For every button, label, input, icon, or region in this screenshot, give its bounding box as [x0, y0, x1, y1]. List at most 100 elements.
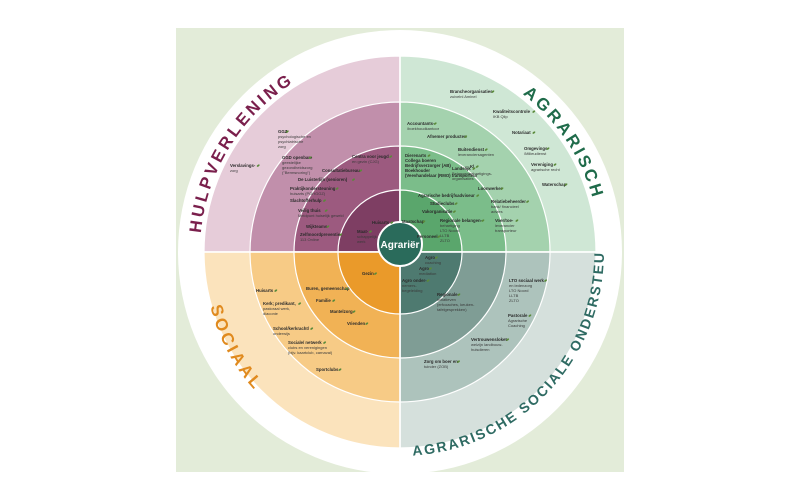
node-label-line: coaching [425, 260, 441, 265]
node-label-line: Gezin [362, 271, 374, 276]
node-label-line: Agro [425, 255, 435, 260]
node-label-line: advies [491, 209, 503, 214]
node-label-soc-buren: Buren, gemeenschap [306, 286, 350, 291]
node-label-line: /Milieudienst [524, 151, 547, 156]
leaf-icon [475, 165, 479, 168]
node-label-line: werk [357, 239, 365, 244]
node-label-line: leveranciersagenten [458, 152, 494, 157]
leaf-icon [427, 154, 431, 157]
ring-agrarische-sociale-ondersteuning-4 [399, 251, 463, 315]
node-label-line: Vereniging [531, 162, 553, 167]
node-label-aso-agro-ondernemers: Agro onder-nemers-begeleiding [402, 278, 427, 293]
node-label-line: Praktijkondersteuning [290, 186, 336, 191]
leaf-icon [323, 341, 327, 344]
node-label-line: LTO Noord [509, 288, 528, 293]
node-label-line: Regionale belangen- [440, 218, 483, 223]
node-label-line: Agro [419, 266, 429, 271]
node-label-line: zuivelnl Aminel [450, 94, 477, 99]
leaf-icon [374, 272, 377, 275]
leaf-icon [526, 200, 530, 203]
leaf-icon [390, 221, 394, 224]
node-label-line: tafelgesprekken) [437, 307, 467, 312]
node-label-line: GGZ [278, 129, 288, 134]
leaf-icon [464, 135, 468, 138]
node-label-agr-waterschap: Waterschap [542, 182, 567, 187]
leaf-icon [546, 147, 550, 150]
node-label-line: huisdieren [471, 347, 489, 352]
node-label-line: Wijkteams [306, 224, 328, 229]
node-label-agr-maatschap: Maatschap [402, 219, 425, 224]
node-label-line: GGD openbare [282, 155, 313, 160]
node-label-hulp-levensloop: De Luisterlijn (senioren) [298, 177, 348, 182]
node-label-line: behartiging [440, 223, 460, 228]
leaf-icon [345, 287, 349, 290]
node-label-line: ZLTO [440, 238, 450, 243]
center-disc [377, 221, 423, 267]
node-label-line: Veilig thuis [298, 208, 321, 213]
leaf-icon [506, 338, 510, 341]
node-label-line: Sociale/ netwerk [288, 340, 322, 345]
leaf-icon [454, 202, 458, 205]
node-label-line: ("Bermsnoring") [282, 170, 311, 175]
node-label-line: Kl [470, 164, 474, 169]
node-label-hulp-wijkteams: Wijkteams [306, 224, 328, 229]
node-label-line: (Veevhandelaar (RMO) transporteur [405, 173, 478, 178]
node-label-line: mediation [419, 271, 436, 276]
node-label-line: Dierenarts [405, 153, 427, 158]
node-label-line: Notariaat [512, 130, 531, 135]
ring-sociaal-4 [337, 251, 401, 315]
node-label-hulp-slachtofferhulp: Slachtofferhulp [290, 198, 322, 203]
leaf-icon [457, 360, 460, 363]
leaf-icon [369, 230, 372, 233]
node-label-line: onderwijs [273, 331, 290, 336]
node-label-line: Collega boeren [405, 158, 436, 163]
leaf-icon [338, 368, 342, 371]
node-label-line: Zorg om boer en [424, 359, 458, 364]
node-label-agr-omgevings: Omgevings-/Milieudienst [524, 146, 549, 156]
leaf-icon [433, 122, 437, 125]
leaf-icon [426, 279, 430, 282]
leaf-icon [428, 267, 432, 270]
node-label-line: Consultatiebureau [322, 168, 360, 173]
leaf-icon [472, 167, 476, 170]
node-label-line: Landelijk [452, 166, 471, 171]
node-label-line: Maatschap [402, 219, 425, 224]
node-label-line: Vrienden [347, 321, 366, 326]
leaf-icon [285, 130, 289, 133]
node-label-line: De Luisterlijn (senioren) [298, 177, 348, 182]
node-label-line: Afnemer producten [427, 134, 467, 139]
leaf-icon [532, 110, 536, 113]
leaf-icon [256, 164, 260, 167]
node-label-line: Vakorganisatie [422, 209, 453, 214]
node-label-line: ZLTO [509, 298, 519, 303]
node-label-line: School/kerkracht/ [273, 326, 310, 331]
node-label-line: Relatiebeheerder [491, 199, 526, 204]
leaf-icon [544, 279, 548, 282]
node-label-agr-vakorganisatie: Vakorganisatie [422, 209, 453, 214]
node-label-soc-vrienden: Vrienden [347, 321, 366, 326]
node-label-line: (bijv. kaartclub, carnaval) [288, 350, 333, 355]
leaf-icon [452, 210, 456, 213]
node-label-line: zorg [230, 168, 238, 173]
leaf-icon [359, 169, 363, 172]
node-label-line: Studieclubs [430, 201, 455, 206]
node-label-line: psychiatrische [278, 139, 304, 144]
node-label-line: Loonwerker [478, 186, 503, 191]
center-label: Agrariër [381, 240, 420, 251]
leaf-icon [326, 225, 330, 228]
